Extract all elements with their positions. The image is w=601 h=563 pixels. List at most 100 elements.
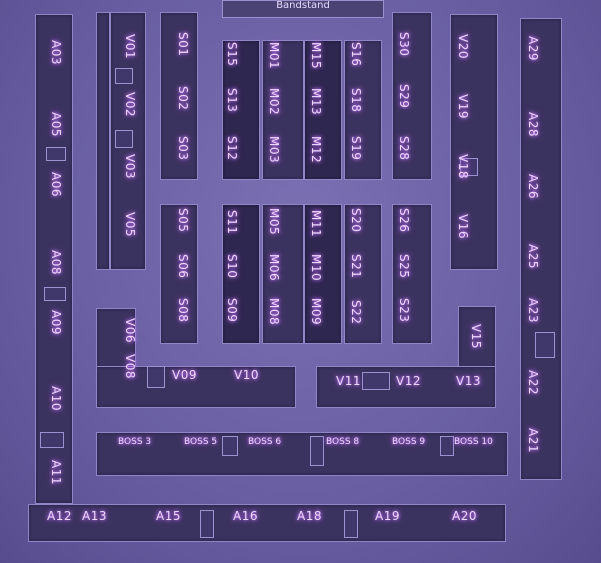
- booth-a26[interactable]: A26: [526, 174, 540, 199]
- booth-m03[interactable]: M03: [267, 136, 281, 164]
- booth-m13[interactable]: M13: [309, 88, 323, 116]
- booth-s26[interactable]: S26: [397, 208, 411, 233]
- booth-m06[interactable]: M06: [267, 254, 281, 282]
- booth-v11[interactable]: V11: [336, 374, 361, 388]
- wall-v-left-top: [96, 12, 110, 270]
- booth-m01[interactable]: M01: [267, 42, 281, 70]
- booth-s13[interactable]: S13: [225, 88, 239, 113]
- booth-v18[interactable]: V18: [456, 154, 470, 179]
- wall-m-block-bottom-a: [262, 204, 304, 344]
- booth-a10[interactable]: A10: [49, 386, 63, 411]
- booth-a18[interactable]: A18: [297, 509, 322, 523]
- booth-a25[interactable]: A25: [526, 244, 540, 269]
- booth-v10[interactable]: V10: [234, 368, 259, 382]
- booth-boss-6[interactable]: BOSS 6: [248, 437, 282, 447]
- booth-s22[interactable]: S22: [349, 300, 363, 325]
- booth-v02[interactable]: V02: [123, 92, 137, 117]
- divider-cell: [115, 130, 133, 148]
- wall-s-block-bottom-left: [160, 204, 198, 344]
- booth-s02[interactable]: S02: [176, 86, 190, 111]
- wall-m-block-bottom-b: [304, 204, 342, 344]
- booth-a28[interactable]: A28: [526, 112, 540, 137]
- booth-v06[interactable]: V06: [123, 318, 137, 343]
- booth-a09[interactable]: A09: [49, 310, 63, 335]
- divider-cell: [147, 366, 165, 388]
- booth-a05[interactable]: A05: [49, 112, 63, 137]
- booth-s01[interactable]: S01: [176, 32, 190, 57]
- booth-a12[interactable]: A12: [47, 509, 72, 523]
- divider-cell: [362, 372, 390, 390]
- booth-s11[interactable]: S11: [225, 210, 239, 235]
- booth-m05[interactable]: M05: [267, 208, 281, 236]
- booth-a29[interactable]: A29: [526, 36, 540, 61]
- booth-s28[interactable]: S28: [397, 136, 411, 161]
- booth-boss-3[interactable]: BOSS 3: [118, 437, 152, 447]
- booth-v01[interactable]: V01: [123, 34, 137, 59]
- booth-v20[interactable]: V20: [456, 34, 470, 59]
- booth-m11[interactable]: M11: [309, 210, 323, 238]
- booth-v12[interactable]: V12: [396, 374, 421, 388]
- divider-cell: [344, 510, 358, 538]
- booth-s08[interactable]: S08: [176, 298, 190, 323]
- booth-s05[interactable]: S05: [176, 208, 190, 233]
- booth-s29[interactable]: S29: [397, 84, 411, 109]
- divider-cell: [46, 147, 66, 161]
- booth-s06[interactable]: S06: [176, 254, 190, 279]
- booth-m02[interactable]: M02: [267, 88, 281, 116]
- booth-s12[interactable]: S12: [225, 136, 239, 161]
- booth-a19[interactable]: A19: [375, 509, 400, 523]
- wall-v-left-bottom-row: [96, 366, 296, 408]
- stage-label: Bandstand: [222, 0, 384, 18]
- booth-v08[interactable]: V08: [123, 354, 137, 379]
- booth-a22[interactable]: A22: [526, 370, 540, 395]
- booth-boss-10[interactable]: BOSS 10: [454, 437, 493, 447]
- booth-s19[interactable]: S19: [349, 136, 363, 161]
- wall-s-block-top-right-b: [392, 12, 432, 180]
- wall-boss-row: [96, 432, 508, 476]
- booth-s09[interactable]: S09: [225, 298, 239, 323]
- booth-boss-5[interactable]: BOSS 5: [184, 437, 218, 447]
- booth-s23[interactable]: S23: [397, 298, 411, 323]
- booth-a15[interactable]: A15: [156, 509, 181, 523]
- booth-a03[interactable]: A03: [49, 40, 63, 65]
- divider-cell: [460, 158, 478, 176]
- booth-m10[interactable]: M10: [309, 254, 323, 282]
- booth-boss-8[interactable]: BOSS 8: [326, 437, 360, 447]
- booth-s16[interactable]: S16: [349, 42, 363, 67]
- booth-s20[interactable]: S20: [349, 208, 363, 233]
- booth-m08[interactable]: M08: [267, 298, 281, 326]
- booth-v09[interactable]: V09: [172, 368, 197, 382]
- booth-v19[interactable]: V19: [456, 94, 470, 119]
- divider-cell: [200, 510, 214, 538]
- booth-v13[interactable]: V13: [456, 374, 481, 388]
- wall-left-outer: [35, 14, 73, 504]
- divider-cell: [115, 68, 133, 84]
- booth-a20[interactable]: A20: [452, 509, 477, 523]
- booth-a08[interactable]: A08: [49, 250, 63, 275]
- booth-a11[interactable]: A11: [49, 460, 63, 485]
- booth-a13[interactable]: A13: [82, 509, 107, 523]
- booth-boss-9[interactable]: BOSS 9: [392, 437, 426, 447]
- booth-v15[interactable]: V15: [469, 324, 483, 349]
- booth-s21[interactable]: S21: [349, 254, 363, 279]
- booth-m12[interactable]: M12: [309, 136, 323, 164]
- booth-v03[interactable]: V03: [123, 154, 137, 179]
- booth-a21[interactable]: A21: [526, 428, 540, 453]
- booth-s10[interactable]: S10: [225, 254, 239, 279]
- booth-v16[interactable]: V16: [456, 214, 470, 239]
- booth-s15[interactable]: S15: [225, 42, 239, 67]
- wall-m-block-top-b: [304, 40, 342, 180]
- booth-s25[interactable]: S25: [397, 254, 411, 279]
- booth-s18[interactable]: S18: [349, 88, 363, 113]
- booth-m15[interactable]: M15: [309, 42, 323, 70]
- booth-m09[interactable]: M09: [309, 298, 323, 326]
- booth-s30[interactable]: S30: [397, 32, 411, 57]
- divider-cell: [440, 436, 454, 456]
- booth-v05[interactable]: V05: [123, 212, 137, 237]
- booth-s03[interactable]: S03: [176, 136, 190, 161]
- wall-s-block-bottom-right-a: [344, 204, 382, 344]
- booth-a16[interactable]: A16: [233, 509, 258, 523]
- booth-a06[interactable]: A06: [49, 172, 63, 197]
- booth-a23[interactable]: A23: [526, 298, 540, 323]
